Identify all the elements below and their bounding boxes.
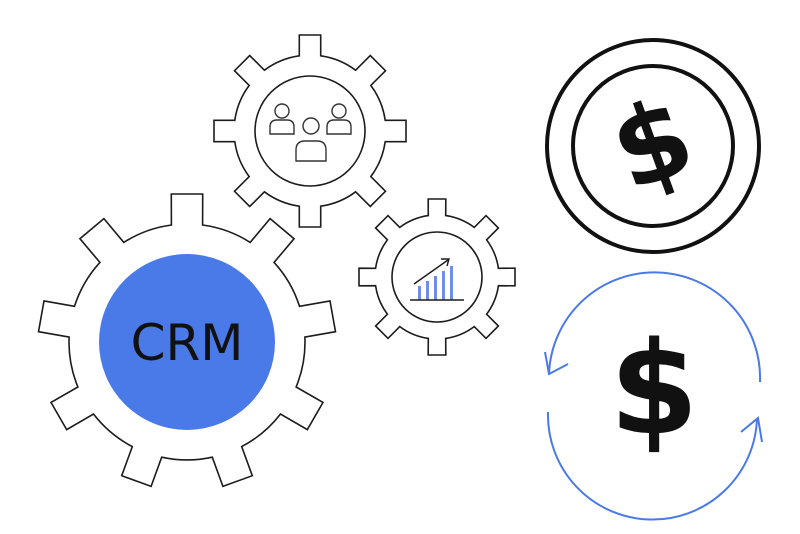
crm-label: CRM <box>131 314 244 372</box>
team-gear-icon <box>213 34 407 228</box>
team-people-icon <box>269 103 352 162</box>
bar-chart-icon <box>410 258 464 301</box>
coin-dollar-symbol: $ <box>596 73 709 216</box>
dollar-cycle-icon: $ <box>544 271 763 521</box>
dollar-coin-icon: $ <box>545 38 761 254</box>
growth-chart-gear-icon <box>358 198 516 356</box>
cycle-dollar-symbol: $ <box>609 315 698 464</box>
crm-gear-icon: CRM <box>37 193 337 488</box>
crm-badge <box>99 254 275 430</box>
